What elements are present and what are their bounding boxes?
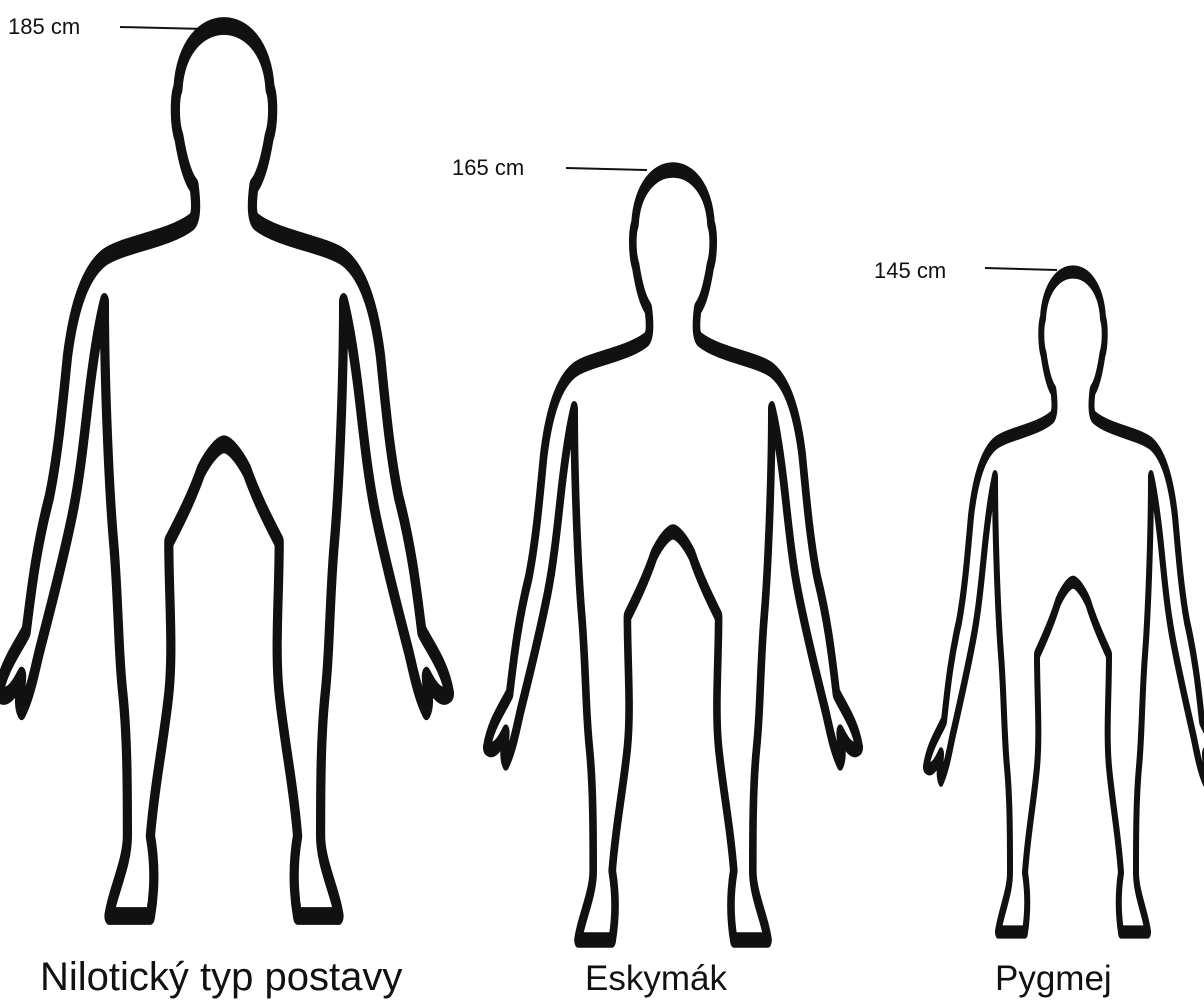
height-leader-line: [985, 268, 1057, 270]
figure-caption: Eskymák: [585, 959, 727, 998]
figure-nilotic: 185 cm Nilotický typ postavy: [0, 14, 449, 999]
human-silhouette-icon: [487, 170, 859, 940]
height-label: 185 cm: [8, 14, 80, 39]
height-leader-line: [120, 27, 205, 29]
figure-caption: Pygmej: [995, 959, 1112, 998]
human-silhouette-icon: [0, 26, 449, 916]
height-leader-line: [566, 168, 647, 170]
human-silhouette-icon: [926, 272, 1204, 932]
height-label: 145 cm: [874, 258, 946, 283]
figure-pygmy: 145 cm Pygmej: [874, 258, 1204, 998]
height-label: 165 cm: [452, 155, 524, 180]
figure-eskimo: 165 cm Eskymák: [452, 155, 859, 998]
figure-caption: Nilotický typ postavy: [40, 955, 402, 999]
